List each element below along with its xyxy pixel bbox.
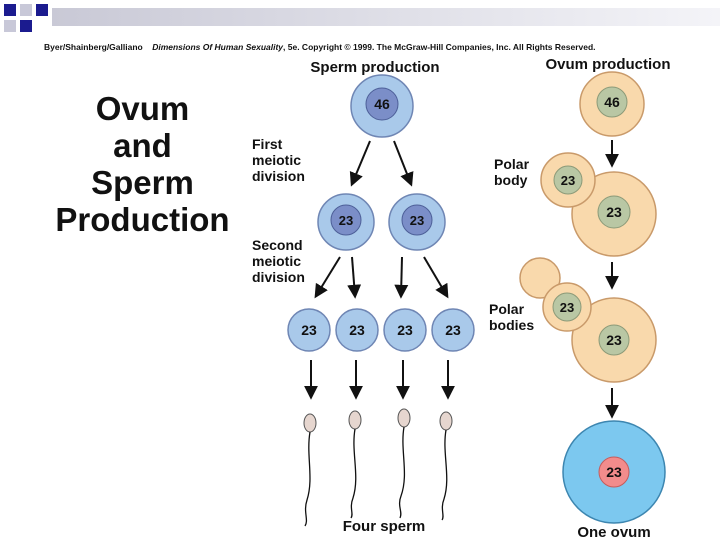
decor-square	[4, 20, 16, 32]
polar-body: 23	[542, 282, 592, 332]
page-title: Ovum and Sperm Production	[40, 90, 245, 238]
polar-bodies-label: Polar bodies	[489, 301, 534, 333]
ootid: 23	[571, 297, 657, 383]
title-line: Sperm	[91, 164, 194, 201]
chromosome-count: 23	[560, 300, 574, 315]
sperm-heading: Sperm production	[310, 59, 439, 76]
label-line: body	[494, 172, 528, 188]
label-line: bodies	[489, 317, 535, 333]
division-arrow	[314, 256, 341, 299]
chromosome-count: 23	[301, 322, 317, 338]
spermatid: 23	[431, 308, 475, 352]
credit-rest: , 5e. Copyright © 1999. The McGraw-Hill …	[283, 42, 596, 52]
chromosome-count: 23	[606, 332, 622, 348]
sperm-caption: Four sperm	[343, 518, 426, 535]
ovum-heading: Ovum production	[546, 56, 671, 73]
chromosome-count: 23	[606, 204, 622, 220]
secondary-spermatocyte: 23	[317, 193, 375, 251]
chromosome-count: 23	[606, 464, 622, 480]
secondary-spermatocyte: 23	[388, 193, 446, 251]
decor-square	[20, 4, 32, 16]
decor-square	[36, 4, 48, 16]
division-arrow	[393, 140, 414, 187]
polar-body-label: Polar body	[494, 156, 529, 188]
sperm-cell	[348, 410, 362, 519]
credit-book-title: Dimensions Of Human Sexuality	[152, 42, 284, 52]
title-line: and	[113, 127, 172, 164]
sperm-cell	[397, 408, 411, 519]
label-line: meiotic	[252, 253, 302, 269]
chromosome-count: 23	[445, 322, 461, 338]
spermatid: 23	[383, 308, 427, 352]
chromosome-count: 46	[374, 96, 390, 112]
division-arrow	[349, 140, 371, 187]
chromosome-count: 23	[397, 322, 413, 338]
title-line: Ovum	[95, 90, 190, 127]
division-arrow	[394, 256, 409, 299]
first-meiotic-division-label: First meiotic division	[252, 136, 305, 184]
copyright-credit: Byer/Shainberg/Galliano Dimensions Of Hu…	[44, 42, 596, 52]
chromosome-count: 23	[339, 213, 353, 228]
credit-authors: Byer/Shainberg/Galliano	[44, 42, 143, 52]
polar-body: 23	[540, 152, 596, 208]
top-decoration	[0, 0, 720, 36]
chromosome-count: 46	[604, 94, 620, 110]
label-line: meiotic	[252, 152, 302, 168]
decor-bar	[52, 8, 720, 26]
oocyte-secondary: 23	[571, 171, 657, 257]
title-line: Production	[55, 201, 230, 238]
label-line: division	[252, 168, 305, 184]
sperm-parent-cell: 46	[350, 74, 414, 138]
label-line: division	[252, 269, 305, 285]
ovum-caption: One ovum	[577, 524, 650, 540]
ovum-cell: 23	[562, 420, 666, 524]
chromosome-count: 23	[561, 173, 575, 188]
chromosome-count: 23	[349, 322, 365, 338]
polar-body-empty	[519, 257, 561, 299]
division-arrow	[347, 256, 362, 299]
spermatid: 23	[335, 308, 379, 352]
sperm-cell	[303, 413, 317, 527]
label-line: First	[252, 136, 283, 152]
label-line: Polar	[489, 301, 525, 317]
second-meiotic-division-label: Second meiotic division	[252, 237, 305, 285]
oocyte-primary: 46	[579, 71, 645, 137]
decor-square	[20, 20, 32, 32]
label-line: Polar	[494, 156, 530, 172]
sperm-cell	[439, 411, 453, 521]
decor-square	[4, 4, 16, 16]
label-line: Second	[252, 237, 303, 253]
chromosome-count: 23	[410, 213, 424, 228]
spermatid: 23	[287, 308, 331, 352]
division-arrow	[423, 256, 449, 299]
